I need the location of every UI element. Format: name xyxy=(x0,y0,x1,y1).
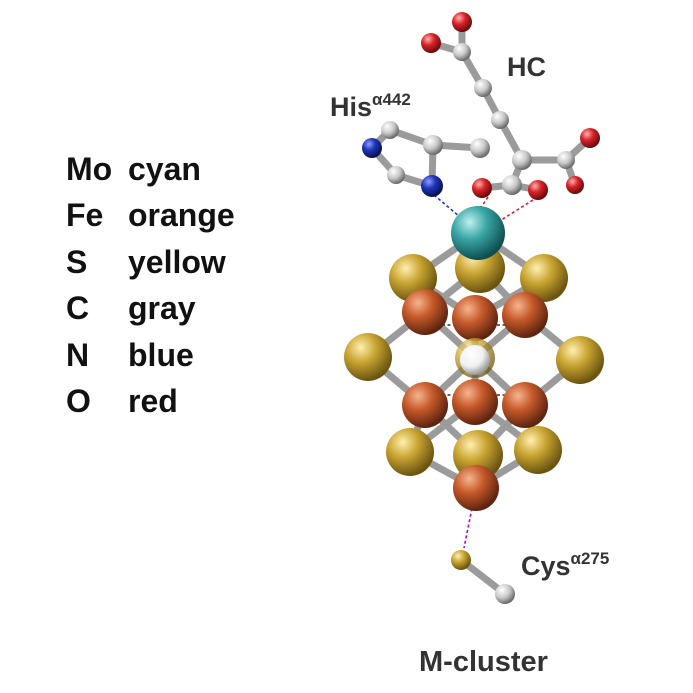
oxygen-atom xyxy=(452,12,472,32)
sulfur-atom xyxy=(453,430,503,480)
legend-color-name: yellow xyxy=(128,243,226,280)
oxygen-atom xyxy=(566,176,584,194)
legend-symbol: C xyxy=(66,290,90,327)
legend-color-name: gray xyxy=(128,290,196,327)
iron-atom xyxy=(402,289,448,335)
carbon-atom xyxy=(491,111,509,129)
legend-symbol: Fe xyxy=(66,197,104,234)
legend-row-o: O red xyxy=(66,379,235,426)
legend-row-fe: Fe orange xyxy=(66,193,235,240)
element-color-legend: Mo cyan Fe orange S yellow C gray N blue… xyxy=(66,146,235,425)
carbon-atom xyxy=(557,151,575,169)
legend-symbol: O xyxy=(66,383,91,420)
carbon-atom xyxy=(474,79,492,97)
carbon-atom xyxy=(495,584,515,604)
oxygen-atom xyxy=(528,180,548,200)
sulfur-atom xyxy=(386,428,434,476)
oxygen-atom xyxy=(421,33,441,53)
carbon-atom xyxy=(470,138,490,158)
legend-row-s: S yellow xyxy=(66,239,235,286)
molybdenum-atom xyxy=(451,206,505,260)
iron-atom xyxy=(453,465,499,511)
legend-row-mo: Mo cyan xyxy=(66,146,235,193)
iron-atom xyxy=(502,292,548,338)
oxygen-atom xyxy=(580,128,600,148)
carbon-atom xyxy=(387,166,405,184)
legend-symbol: S xyxy=(66,243,88,280)
legend-color-name: red xyxy=(128,383,178,420)
histidine-label: Hisα442 xyxy=(330,90,411,122)
iron-atom xyxy=(502,382,548,428)
m-cluster-caption: M-cluster xyxy=(419,646,548,678)
legend-color-name: orange xyxy=(128,197,235,234)
legend-row-c: C gray xyxy=(66,286,235,333)
homocitrate-label: HC xyxy=(507,52,546,82)
legend-row-n: N blue xyxy=(66,332,235,379)
legend-color-name: cyan xyxy=(128,150,201,187)
cysteine-label: Cysα275 xyxy=(521,549,609,581)
iron-atom xyxy=(402,382,448,428)
sulfur-atom xyxy=(556,336,604,384)
legend-symbol: Mo xyxy=(66,150,113,187)
carbon-atom xyxy=(502,175,522,195)
nitrogen-atom xyxy=(362,138,382,158)
central-carbide-atom xyxy=(460,345,490,375)
legend-symbol: N xyxy=(66,336,90,373)
cysteine-sulfur-atom xyxy=(451,550,471,570)
nitrogen-atom xyxy=(421,175,443,197)
oxygen-atom xyxy=(472,178,492,198)
sulfur-atom xyxy=(520,254,568,302)
sulfur-atom xyxy=(344,333,392,381)
legend-color-name: blue xyxy=(128,336,194,373)
carbon-atom xyxy=(453,43,471,61)
iron-atom xyxy=(452,379,498,425)
iron-atom xyxy=(452,295,498,341)
sulfur-atom xyxy=(514,426,562,474)
carbon-atom xyxy=(381,121,399,139)
carbon-atom xyxy=(423,135,443,155)
carbon-atom xyxy=(512,150,532,170)
